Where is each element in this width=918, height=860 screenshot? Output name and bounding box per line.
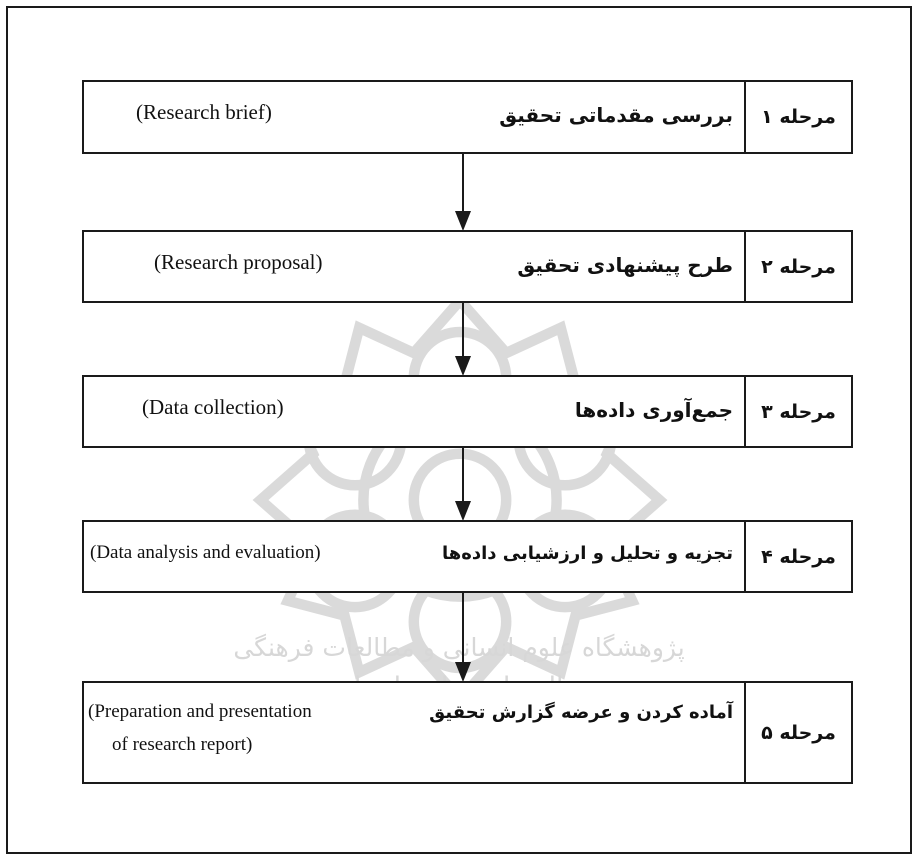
stage-3-english-title: (Data collection) [142,395,284,419]
stage-1-box: (Research brief) بررسی مقدماتی تحقیق مرح… [82,80,853,154]
stage-5-label: مرحله ۵ [744,683,851,782]
stage-5-english-title-line-2: of research report) [112,734,253,755]
stage-2-persian-title: طرح پیشنهادی تحقیق [517,253,733,277]
stage-4-box: (Data analysis and evaluation) تجزیه و ت… [82,520,853,593]
stage-2-label: مرحله ۲ [744,232,851,301]
stage-1-label: مرحله ۱ [744,82,851,152]
stage-4-persian-title: تجزیه و تحلیل و ارزشیابی داده‌ها [442,543,733,564]
stage-2-english-title: (Research proposal) [154,250,323,274]
stage-3-persian-title: جمع‌آوری داده‌ها [574,398,733,422]
stage-3-box: (Data collection) جمع‌آوری داده‌ها مرحله… [82,375,853,448]
arrow-4-to-5 [455,592,471,682]
stage-3-label: مرحله ۳ [744,377,851,446]
arrow-2-to-3 [455,302,471,376]
arrow-3-to-4 [455,447,471,521]
arrow-1-to-2 [455,153,471,231]
stage-4-label: مرحله ۴ [744,522,851,591]
stage-5-box: (Preparation and presentation of researc… [82,681,853,784]
stage-1-english-title: (Research brief) [136,100,272,124]
stage-5-english-title-line-1: (Preparation and presentation [88,701,312,722]
stage-5-persian-title: آماده کردن و عرضه گزارش تحقیق [429,702,733,723]
stage-2-box: (Research proposal) طرح پیشنهادی تحقیق م… [82,230,853,303]
stage-1-persian-title: بررسی مقدماتی تحقیق [499,103,733,127]
stage-4-english-title: (Data analysis and evaluation) [90,542,321,563]
